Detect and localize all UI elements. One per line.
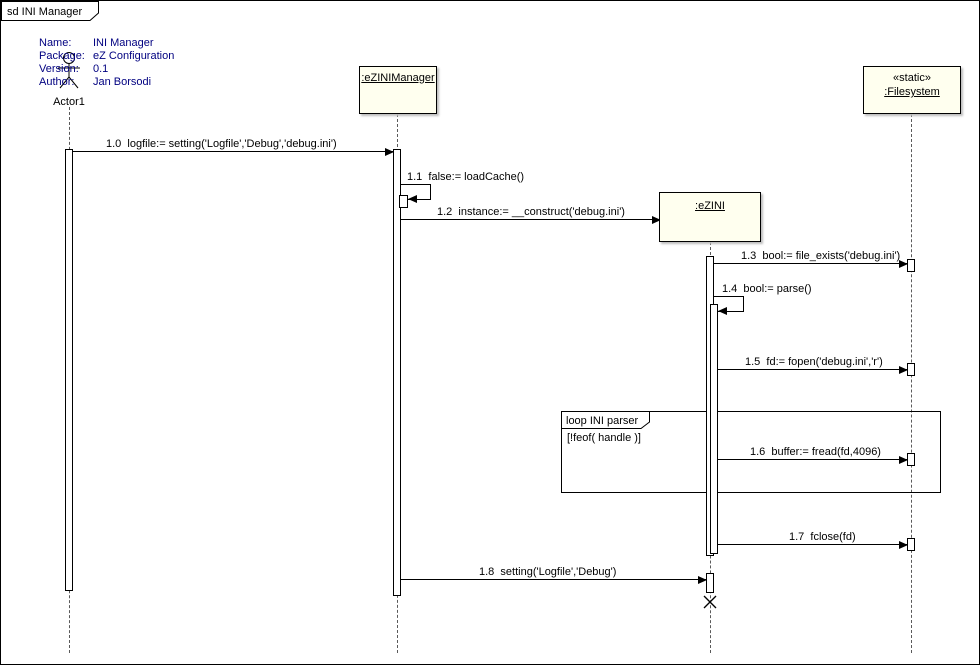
lifeline-head-ezini: :eZINI [659, 192, 761, 242]
arrowhead-icon [698, 576, 707, 584]
meta-name-value: INI Manager [93, 37, 154, 49]
activation-parse [710, 304, 718, 554]
destroy-x-icon [703, 595, 717, 609]
ezini-name: :eZINI [695, 200, 725, 212]
message-1-6-arrow [718, 456, 908, 464]
meta-package-value: eZ Configuration [93, 50, 175, 62]
frame-title: sd INI Manager [7, 6, 83, 18]
activation-loadcache [399, 195, 408, 208]
meta-version-label: Version: [39, 63, 79, 75]
arrowhead-icon [652, 216, 661, 224]
filesystem-name: :Filesystem [884, 86, 940, 98]
activation-fs-file-exists [907, 259, 915, 272]
filesystem-stereotype: «static» [893, 72, 931, 84]
arrowhead-icon [899, 456, 908, 464]
arrowhead-icon [899, 366, 908, 374]
activation-actor [65, 149, 73, 591]
message-1-7-label: 1.7 fclose(fd) [789, 531, 856, 543]
message-1-3-label: 1.3 bool:= file_exists('debug.ini') [741, 250, 901, 262]
message-1-1-label: 1.1 false:= loadCache() [407, 171, 525, 183]
loop-guard-label: [!feof( handle )] [567, 432, 641, 444]
activation-fs-fread [907, 453, 915, 466]
message-1-2-arrow [401, 216, 661, 224]
activation-ezinimanager [393, 149, 401, 596]
message-1-8-label: 1.8 setting('Logfile','Debug') [479, 566, 617, 578]
arrowhead-icon [899, 541, 908, 549]
ezinimanager-name: :eZINIManager [361, 72, 435, 84]
message-1-8-arrow [401, 576, 707, 584]
arrowhead-icon [408, 195, 417, 203]
loop-operator-label: loop INI parser [566, 415, 638, 427]
lifeline-filesystem-line [911, 114, 912, 653]
activation-ezini-setting [706, 573, 714, 593]
message-1-3-arrow [714, 260, 908, 268]
frame-title-tab: sd INI Manager [1, 1, 99, 21]
message-1-0-label: 1.0 logfile:= setting('Logfile','Debug',… [106, 138, 337, 150]
meta-author-label: Author: [39, 76, 75, 88]
arrowhead-icon [385, 148, 394, 156]
loop-fragment [561, 411, 941, 493]
message-1-5-label: 1.5 fd:= fopen('debug.ini','r') [745, 356, 883, 368]
arrowhead-icon [899, 260, 908, 268]
message-1-4-label: 1.4 bool:= parse() [722, 283, 812, 295]
message-1-6-label: 1.6 buffer:= fread(fd,4096) [750, 446, 881, 458]
loop-fragment-header: loop INI parser [561, 411, 650, 429]
meta-package-label: Package: [39, 50, 85, 62]
actor-label: Actor1 [53, 96, 85, 108]
message-1-5-arrow [718, 366, 908, 374]
message-1-0-arrow [73, 148, 394, 156]
message-1-1-self-arrow [401, 184, 431, 203]
message-1-4-self-arrow [714, 296, 744, 315]
lifeline-head-filesystem: «static» :Filesystem [863, 66, 961, 114]
activation-fs-fopen [907, 363, 915, 376]
meta-author-value: Jan Borsodi [93, 76, 152, 88]
message-1-7-arrow [718, 541, 908, 549]
activation-fs-fclose [907, 538, 915, 551]
actor-icon [58, 52, 80, 89]
lifeline-head-ezinimanager: :eZINIManager [359, 66, 437, 114]
meta-version-value: 0.1 [93, 63, 109, 75]
arrowhead-icon [718, 307, 727, 315]
meta-name-label: Name: [39, 37, 72, 49]
message-1-2-label: 1.2 instance:= __construct('debug.ini') [437, 206, 625, 218]
